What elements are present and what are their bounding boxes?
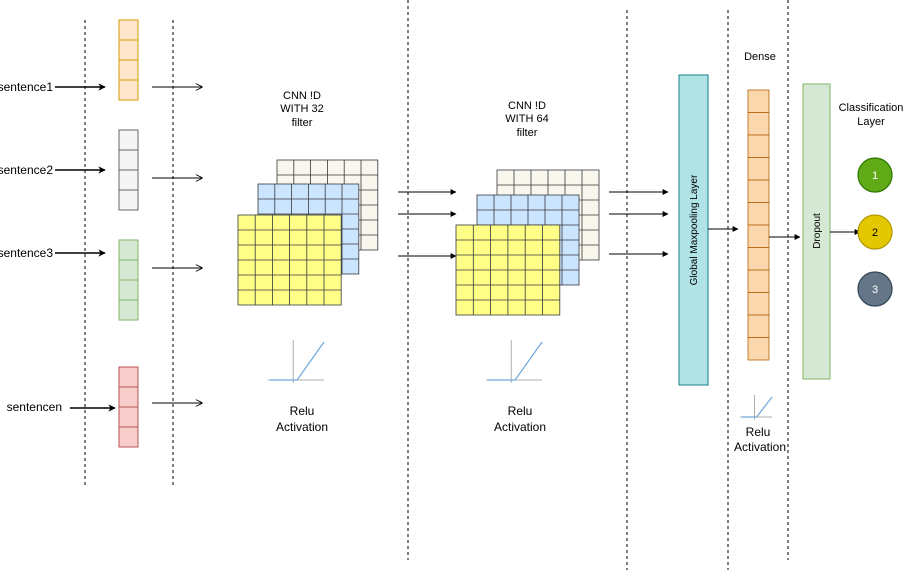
dense-activation-line: Activation: [734, 440, 786, 454]
vector-cell: [118, 149, 139, 171]
dense-unit: [747, 179, 770, 203]
input-label: sentence2: [0, 163, 53, 177]
relu-graph-icon: [268, 340, 325, 383]
vector-cell: [118, 169, 139, 191]
dense-label: Dense: [744, 51, 776, 63]
vector-cell: [118, 59, 139, 81]
cnn1-activation-line: Relu: [290, 404, 315, 418]
input-vector: [118, 366, 139, 448]
pooling-label: Global Maxpooling Layer: [689, 174, 700, 285]
classification-layer: Classification Layer 1 2 3: [839, 102, 904, 307]
vector-cell: [118, 406, 139, 428]
vector-cell: [118, 189, 139, 211]
dropout-label: Dropout: [812, 213, 823, 249]
relu-curve: [488, 341, 543, 381]
cnn-block-2: CNN !D WITH 64 filter Relu Activation: [455, 100, 600, 434]
vector-cell: [118, 19, 139, 41]
vector-cell: [118, 366, 139, 388]
dense-unit: [747, 247, 770, 271]
dense-unit: [747, 269, 770, 293]
filter-stack: [455, 169, 600, 316]
dense-units: [747, 89, 770, 361]
filter-stack: [237, 159, 379, 306]
vector-cell: [118, 279, 139, 301]
cnn1-activation-line: Activation: [276, 420, 328, 434]
class-node-label: 2: [872, 227, 878, 239]
vector-cell: [118, 299, 139, 321]
dense-unit: [747, 89, 770, 113]
input-section: sentence1 sentence2 sentence3 sentencen: [0, 19, 202, 448]
dense-unit: [747, 134, 770, 158]
input-label: sentence1: [0, 80, 53, 94]
dense-unit: [747, 112, 770, 136]
class-node-label: 3: [872, 284, 878, 296]
dense-activation-line: Relu: [746, 425, 771, 439]
vector-cell: [118, 386, 139, 408]
dense-unit: [747, 337, 770, 361]
pooling-box: [678, 74, 709, 386]
input-label: sentencen: [7, 400, 62, 414]
dense-layer: Dense Relu Activation: [734, 51, 786, 454]
dense-unit: [747, 292, 770, 316]
cnn-block-1: CNN !D WITH 32 filter Relu Activation: [237, 90, 379, 434]
dropout-box: [802, 83, 831, 380]
cnn1-title-line: WITH 32: [280, 103, 323, 115]
cnn2-title-line: filter: [517, 127, 538, 139]
vector-cell: [118, 129, 139, 151]
classification-title-line: Layer: [857, 116, 885, 128]
relu-curve: [270, 341, 325, 381]
class-node: [857, 271, 893, 307]
vector-cell: [118, 426, 139, 448]
global-maxpooling-layer: Global Maxpooling Layer: [678, 74, 709, 386]
class-node: [857, 214, 893, 250]
vector-cell: [118, 39, 139, 61]
dense-unit: [747, 157, 770, 181]
dropout-layer: Dropout: [802, 83, 831, 380]
vector-cell: [118, 79, 139, 101]
dense-unit: [747, 202, 770, 226]
class-node-label: 1: [872, 170, 878, 182]
pool-connections: [609, 189, 669, 257]
vector-cell: [118, 259, 139, 281]
relu-graph-icon: [740, 395, 773, 420]
class-node: [857, 157, 893, 193]
cnn2-title-line: WITH 64: [505, 113, 548, 125]
cnn2-title-line: CNN !D: [508, 100, 546, 112]
input-vector: [118, 129, 139, 211]
cnn2-activation-line: Activation: [494, 420, 546, 434]
cnn2-activation-line: Relu: [508, 404, 533, 418]
dense-unit: [747, 224, 770, 248]
relu-graph-icon: [486, 340, 543, 383]
cnn1-title-line: CNN !D: [283, 90, 321, 102]
input-vector: [118, 19, 139, 101]
dense-unit: [747, 314, 770, 338]
vector-cell: [118, 239, 139, 261]
cnn-connections: [398, 189, 457, 259]
classification-title-line: Classification: [839, 102, 904, 114]
relu-curve: [742, 396, 773, 418]
cnn1-title-line: filter: [292, 117, 313, 129]
input-vector: [118, 239, 139, 321]
input-label: sentence3: [0, 246, 53, 260]
